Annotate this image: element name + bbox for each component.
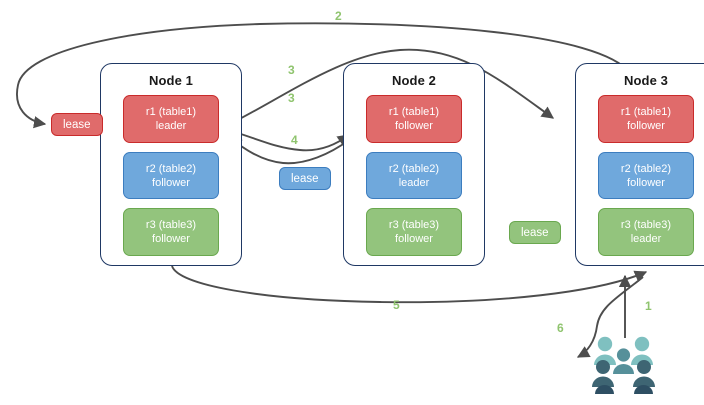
step-label-5: 5 [393,298,400,312]
replica-r1-node3[interactable]: r1 (table1) follower [598,95,694,143]
replica-r3-node3[interactable]: r3 (table3) leader [598,208,694,257]
replica-r2-node1[interactable]: r2 (table2) follower [123,151,219,200]
replica-name: r1 (table1) [388,105,440,118]
replica-r2-node3[interactable]: r2 (table2) follower [598,151,694,200]
replica-role: follower [395,233,433,246]
users-front-row [592,360,655,387]
replica-name: r2 (table2) [620,162,672,175]
replica-name: r1 (table1) [620,105,672,118]
replica-role: follower [152,233,190,246]
replica-role: follower [627,176,665,189]
step-label-1: 1 [645,299,652,313]
replica-role: follower [395,119,433,132]
replica-name: r1 (table1) [145,105,197,118]
connector-step-5 [171,265,648,304]
replica-r1-node1[interactable]: r1 (table1) leader [123,95,219,143]
step-label-6: 6 [557,321,564,335]
replica-name: r3 (table3) [620,219,672,232]
lease-chip-r2[interactable]: lease [279,167,331,190]
lease-chip-r3[interactable]: lease [509,221,561,244]
replica-role: follower [152,176,190,189]
step-label-3-upper: 3 [288,63,295,77]
node-title: Node 1 [149,73,193,88]
node-title: Node 2 [392,73,436,88]
connector-step-4 [229,137,350,165]
replica-r3-node1[interactable]: r3 (table3) follower [123,208,219,257]
node-title: Node 3 [624,73,668,88]
step-label-3-lower: 3 [288,91,295,105]
replica-name: r3 (table3) [145,219,197,232]
replica-r3-node2[interactable]: r3 (table3) follower [366,208,462,257]
replica-name: r3 (table3) [388,219,440,232]
replica-name: r2 (table2) [388,162,440,175]
replica-role: follower [627,119,665,132]
replica-r1-node2[interactable]: r1 (table1) follower [366,95,462,143]
replica-r2-node2[interactable]: r2 (table2) leader [366,151,462,200]
replica-role: leader [398,176,430,189]
node-box-3[interactable]: Node 3 r1 (table1) follower r2 (table2) … [575,63,704,266]
replica-role: leader [630,233,662,246]
users-bottom-row [595,385,653,394]
node-box-2[interactable]: Node 2 r1 (table1) follower r2 (table2) … [343,63,485,266]
replica-role: leader [155,119,187,132]
replica-name: r2 (table2) [145,162,197,175]
lease-chip-r1[interactable]: lease [51,113,103,136]
node-box-1[interactable]: Node 1 r1 (table1) leader r2 (table2) fo… [100,63,242,266]
step-label-2: 2 [335,9,342,23]
users-middle-person [613,348,634,374]
users-group-icon [592,336,655,394]
step-label-4: 4 [291,133,298,147]
